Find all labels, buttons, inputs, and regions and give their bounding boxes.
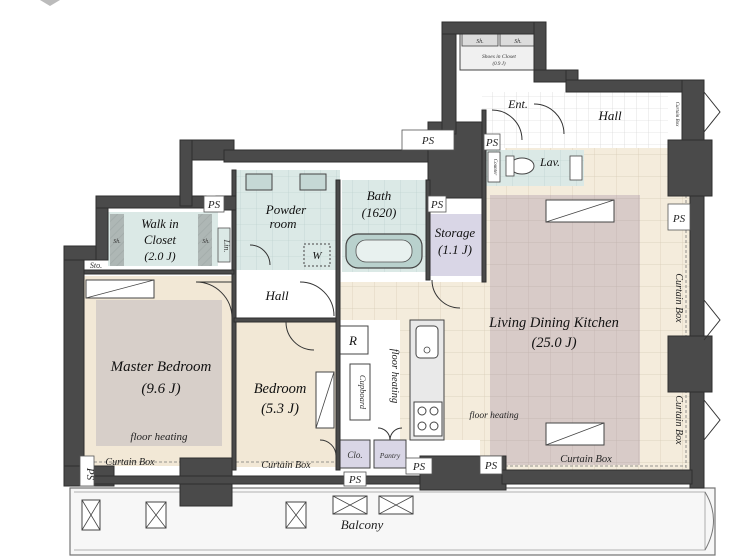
- ps-label-lav: PS: [485, 137, 499, 149]
- ldk-size: (25.0 J): [531, 335, 576, 351]
- ps-label-storage: PS: [430, 199, 444, 211]
- storage-size: (1.1 J): [438, 242, 472, 257]
- hall-label: Hall: [264, 288, 289, 303]
- ldk-name: Living Dining Kitchen: [488, 315, 619, 331]
- kitchen-sink: [415, 325, 439, 359]
- ps-label-right: PS: [672, 213, 686, 225]
- kitchen-counter: [409, 319, 445, 441]
- master-bedroom-area: [84, 276, 232, 466]
- ps-label-bottom-3: PS: [484, 460, 498, 472]
- entrance-area: [459, 31, 668, 186]
- walls: [63, 21, 713, 507]
- sh-wic-right: Sh.: [202, 239, 210, 245]
- cupboard: [349, 363, 371, 421]
- walkin-closet-area: [108, 212, 231, 266]
- master-name: Master Bedroom: [110, 359, 212, 375]
- wet-areas: [236, 170, 426, 272]
- balcony-label: Balcony: [341, 517, 384, 532]
- fridge-label: R: [348, 333, 357, 348]
- curtain-box-right-1: Curtain Box: [673, 273, 684, 323]
- doors: [195, 91, 721, 457]
- counter: [487, 151, 501, 183]
- floor-heating-master: floor heating: [130, 431, 188, 443]
- ps-label-top: PS: [421, 135, 435, 147]
- pantry-label: Pantry: [379, 451, 401, 460]
- sink-2: [299, 173, 327, 191]
- cupboard-label: Cupboard: [358, 375, 368, 410]
- shoes-closet-size: (0.9 J): [492, 62, 505, 67]
- lav-sink: [569, 155, 583, 181]
- bath-size: (1620): [362, 205, 397, 220]
- ps-labels: PS PS PS PS PS PS PS PS PS: [79, 129, 691, 487]
- curtain-box-master: Curtain Box: [105, 457, 155, 468]
- ps-label-master: PS: [84, 467, 96, 481]
- storage-name: Storage: [435, 225, 476, 240]
- balcony: Balcony: [69, 487, 716, 556]
- cooktop: [413, 401, 443, 437]
- floor-heating-ldk: floor heating: [469, 410, 519, 421]
- curtain-box-hall: Curtain Box: [674, 102, 679, 127]
- bedroom-area: [236, 322, 336, 467]
- floor-heating-vertical: floor heating: [389, 349, 400, 404]
- washer-space: [303, 243, 331, 267]
- refrigerator: [337, 325, 369, 355]
- walkin-name2: Closet: [144, 233, 176, 247]
- ps-label-wic: PS: [207, 199, 221, 211]
- bath-name: Bath: [367, 188, 392, 203]
- bedroom-size: (5.3 J): [261, 401, 299, 417]
- powder-name2: room: [270, 216, 297, 231]
- entry-hall-label: Hall: [597, 108, 622, 123]
- ps-label-bottom-1: PS: [348, 474, 362, 486]
- linen-closet: [217, 227, 231, 263]
- powder-name1: Powder: [265, 202, 307, 217]
- ldk-rug: [490, 195, 640, 465]
- sto-label: Sto.: [90, 261, 102, 270]
- master-rug: [96, 300, 222, 446]
- walkin-name1: Walk in: [141, 217, 178, 231]
- ent-label: Ent.: [507, 97, 528, 111]
- lav-label: Lav.: [539, 155, 560, 169]
- bedroom-name: Bedroom: [254, 381, 307, 397]
- sh-right-label: Sh.: [514, 39, 522, 45]
- curtain-box-right-2: Curtain Box: [673, 395, 684, 445]
- master-size: (9.6 J): [141, 381, 180, 397]
- pantry: [373, 439, 407, 469]
- curtain-box-bedroom: Curtain Box: [261, 460, 311, 471]
- sh-wic-left: Sh.: [113, 239, 121, 245]
- lavatory: [486, 150, 584, 186]
- curtain-box-ldk: Curtain Box: [560, 454, 612, 465]
- storage-area: [430, 214, 482, 276]
- walkin-size: (2.0 J): [144, 249, 175, 263]
- shoes-closet-label: Shoes in Closet: [482, 54, 516, 60]
- hall-area: [232, 270, 338, 320]
- counter-label: Counter: [492, 159, 497, 175]
- linen-label: Lin.: [222, 239, 231, 253]
- sink-1: [245, 173, 273, 191]
- compass-fragment: [40, 0, 60, 6]
- clo-label: Clo.: [347, 450, 362, 460]
- ps-label-bottom-2: PS: [412, 461, 426, 473]
- washer-label: W: [312, 250, 322, 262]
- sh-left-label: Sh.: [476, 39, 484, 45]
